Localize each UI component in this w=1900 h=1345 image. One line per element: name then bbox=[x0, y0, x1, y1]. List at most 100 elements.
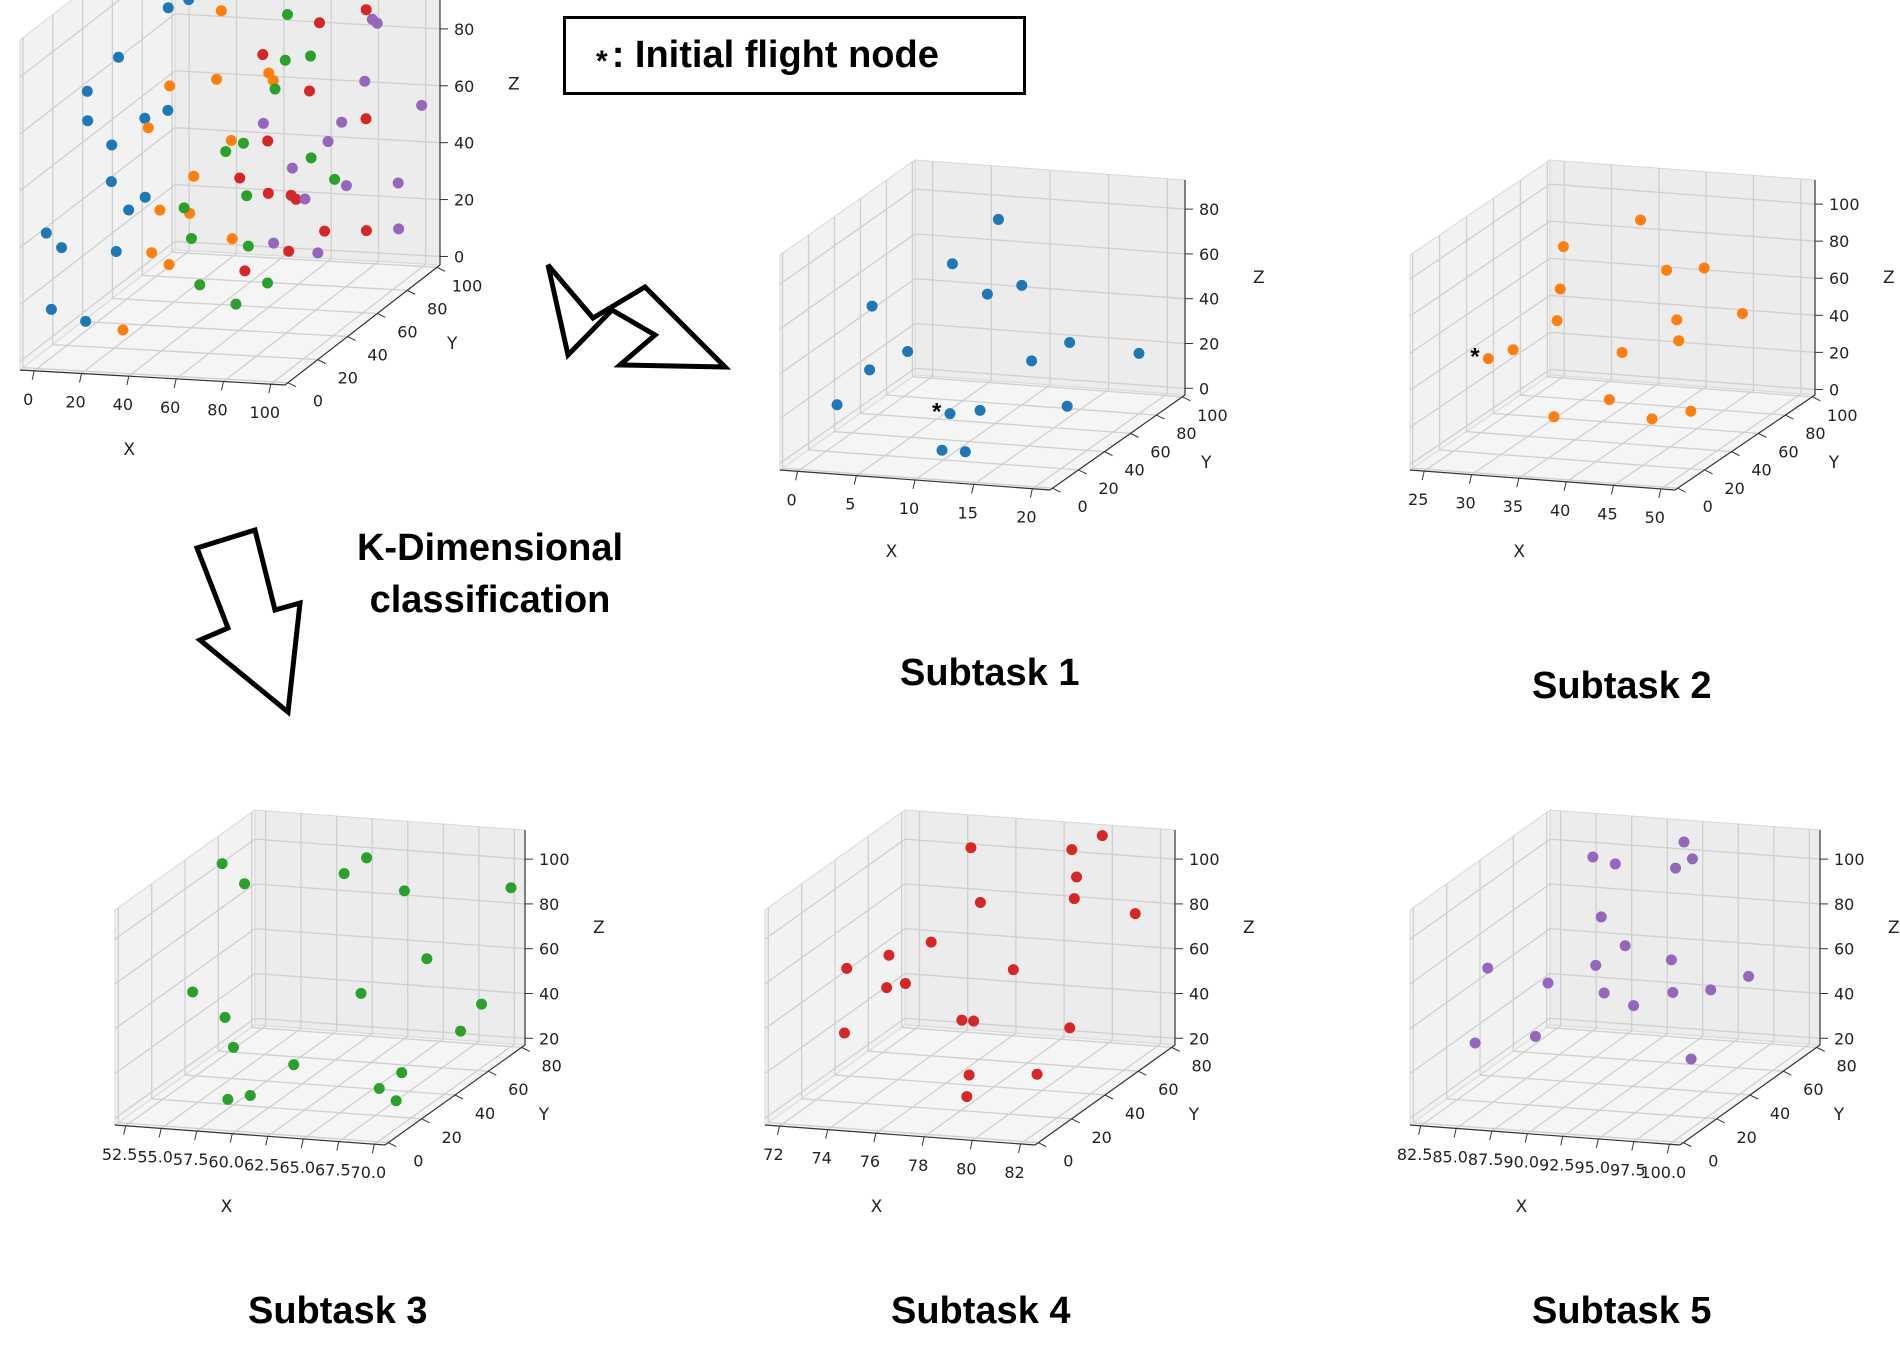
x-tick-label: 10 bbox=[899, 499, 919, 518]
x-tick-label: 80 bbox=[207, 401, 227, 420]
y-axis-line bbox=[1674, 394, 1816, 491]
data-point bbox=[282, 9, 293, 20]
y-tick-label: 0 bbox=[1703, 497, 1713, 516]
x-tick-mark bbox=[1595, 1138, 1599, 1149]
grid-line-x bbox=[914, 170, 1051, 481]
data-point bbox=[1557, 241, 1569, 253]
y-tick-label: 80 bbox=[1191, 1056, 1211, 1075]
z-tick-label: 20 bbox=[1199, 334, 1219, 353]
x-axis-label: X bbox=[871, 1197, 883, 1217]
data-point bbox=[340, 180, 352, 192]
grid-line-x bbox=[923, 821, 1065, 1138]
data-point bbox=[360, 113, 372, 125]
legend-text: : Initial flight node bbox=[611, 34, 939, 76]
x-tick-label: 30 bbox=[1455, 494, 1475, 513]
grid-line-z bbox=[764, 1017, 1176, 1119]
z-tick-label: 0 bbox=[454, 247, 464, 266]
data-point bbox=[139, 112, 151, 124]
data-point bbox=[421, 953, 433, 965]
data-point bbox=[866, 300, 878, 312]
z-tick-label: 80 bbox=[1829, 232, 1849, 251]
grid-line-z bbox=[114, 928, 526, 1030]
x-axis-label: X bbox=[1513, 542, 1525, 562]
z-tick-label: 60 bbox=[1834, 940, 1854, 959]
data-point bbox=[959, 446, 971, 458]
z-tick-label: 0 bbox=[1829, 380, 1839, 399]
x-tick-mark bbox=[1610, 485, 1614, 495]
x-tick-mark bbox=[265, 1136, 269, 1146]
x-tick-label: 97.5 bbox=[1610, 1161, 1646, 1180]
y-tick-mark bbox=[1716, 1118, 1725, 1124]
data-point bbox=[1061, 400, 1073, 412]
data-point bbox=[1064, 1022, 1076, 1034]
data-point bbox=[899, 977, 911, 989]
z-tick-label: 60 bbox=[454, 77, 474, 96]
y-tick-label: 60 bbox=[397, 322, 417, 341]
data-point bbox=[361, 852, 373, 864]
data-point bbox=[1609, 858, 1621, 870]
data-point bbox=[80, 315, 92, 327]
x-tick-mark bbox=[776, 1125, 780, 1136]
data-point bbox=[398, 885, 410, 897]
x-tick-mark bbox=[971, 484, 975, 494]
x-tick-label: 82.5 bbox=[1397, 1145, 1433, 1164]
caption-subtask1: Subtask 1 bbox=[900, 652, 1080, 694]
y-tick-label: 80 bbox=[1805, 424, 1825, 443]
x-tick-label: 87.5 bbox=[1468, 1150, 1504, 1169]
x-tick-mark bbox=[268, 384, 272, 394]
z-axis-label: Z bbox=[1888, 918, 1900, 938]
y-axis-label: Y bbox=[1200, 453, 1212, 473]
data-point bbox=[222, 1093, 234, 1105]
grid-line-y bbox=[117, 907, 389, 1144]
data-point bbox=[902, 345, 914, 357]
data-point bbox=[305, 152, 317, 164]
grid-line-x bbox=[1660, 178, 1802, 490]
data-point bbox=[241, 190, 253, 202]
data-point bbox=[925, 936, 937, 948]
data-point bbox=[123, 204, 135, 216]
initial-node-marker: * bbox=[932, 399, 942, 426]
grid-line-x bbox=[175, 0, 332, 380]
grid-line-z bbox=[1409, 928, 1821, 1030]
x-tick-mark bbox=[1421, 470, 1425, 481]
grid-line-z bbox=[779, 188, 1186, 285]
data-point bbox=[1026, 355, 1038, 367]
grid-line-y bbox=[1546, 161, 1813, 398]
data-point bbox=[1736, 308, 1748, 319]
grid-line-x bbox=[128, 0, 285, 377]
down-arrow-icon bbox=[193, 526, 303, 717]
data-point bbox=[219, 1011, 231, 1023]
x-tick-mark bbox=[79, 373, 83, 383]
data-point bbox=[1743, 970, 1755, 982]
data-point bbox=[416, 99, 428, 111]
x-tick-label: 55.0 bbox=[137, 1147, 173, 1166]
data-point bbox=[267, 75, 279, 86]
data-point bbox=[956, 1014, 968, 1026]
x-tick-mark bbox=[1524, 1133, 1528, 1143]
x-tick-mark bbox=[194, 1130, 198, 1141]
y-tick-label: 40 bbox=[367, 346, 387, 365]
data-point bbox=[322, 136, 334, 148]
grid-line-z bbox=[764, 883, 1176, 985]
initial-node-star: * bbox=[596, 44, 608, 78]
grid-line-z bbox=[1409, 1017, 1821, 1119]
grid-line-y bbox=[807, 234, 1079, 471]
grid-line-y bbox=[1519, 180, 1786, 416]
grid-line-z bbox=[764, 928, 1176, 1030]
z-tick-label: 20 bbox=[539, 1029, 559, 1048]
data-point bbox=[1529, 1030, 1541, 1042]
data-point bbox=[110, 246, 122, 257]
pane-back bbox=[904, 809, 1176, 1046]
y-tick-mark bbox=[1071, 1118, 1080, 1124]
grid-line-z bbox=[1409, 972, 1821, 1075]
z-tick-label: 20 bbox=[454, 191, 474, 210]
z-tick-label: 40 bbox=[539, 984, 559, 1003]
z-tick-label: 80 bbox=[1199, 200, 1219, 219]
data-point bbox=[262, 277, 273, 289]
y-tick-mark bbox=[1104, 1094, 1114, 1100]
data-point bbox=[82, 115, 94, 127]
data-point bbox=[1595, 911, 1607, 923]
